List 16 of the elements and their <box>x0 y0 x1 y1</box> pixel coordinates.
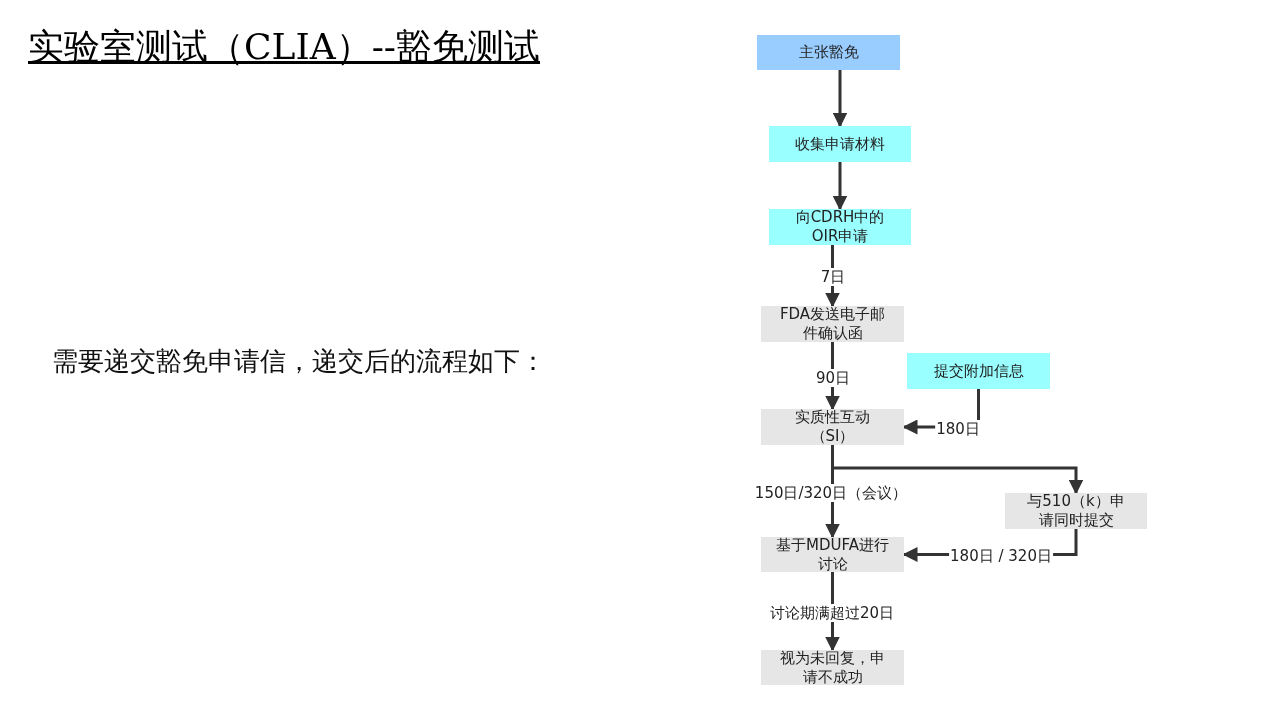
arrow <box>832 162 848 211</box>
process-box: 与510（k）申请同时提交 <box>1005 493 1147 529</box>
process-box: 向CDRH中的OIR申请 <box>769 209 911 245</box>
process-box: 提交附加信息 <box>907 353 1050 389</box>
slide-title: 实验室测试（CLIA）--豁免测试 <box>28 25 540 69</box>
process-box: FDA发送电子邮件确认函 <box>761 306 904 342</box>
process-box: 实质性互动（SI） <box>761 409 904 445</box>
description-text: 需要递交豁免申请信，递交后的流程如下： <box>52 345 546 378</box>
process-box: 收集申请材料 <box>769 126 911 162</box>
process-box: 基于MDUFA进行讨论 <box>761 537 904 572</box>
arrow <box>832 70 848 128</box>
process-box: 视为未回复，申请不成功 <box>761 650 904 685</box>
process-box: 主张豁免 <box>757 35 900 70</box>
edge-label: 180日 <box>935 420 981 438</box>
edge-label: 180日 / 320日 <box>949 547 1053 565</box>
arrow <box>831 445 1084 495</box>
